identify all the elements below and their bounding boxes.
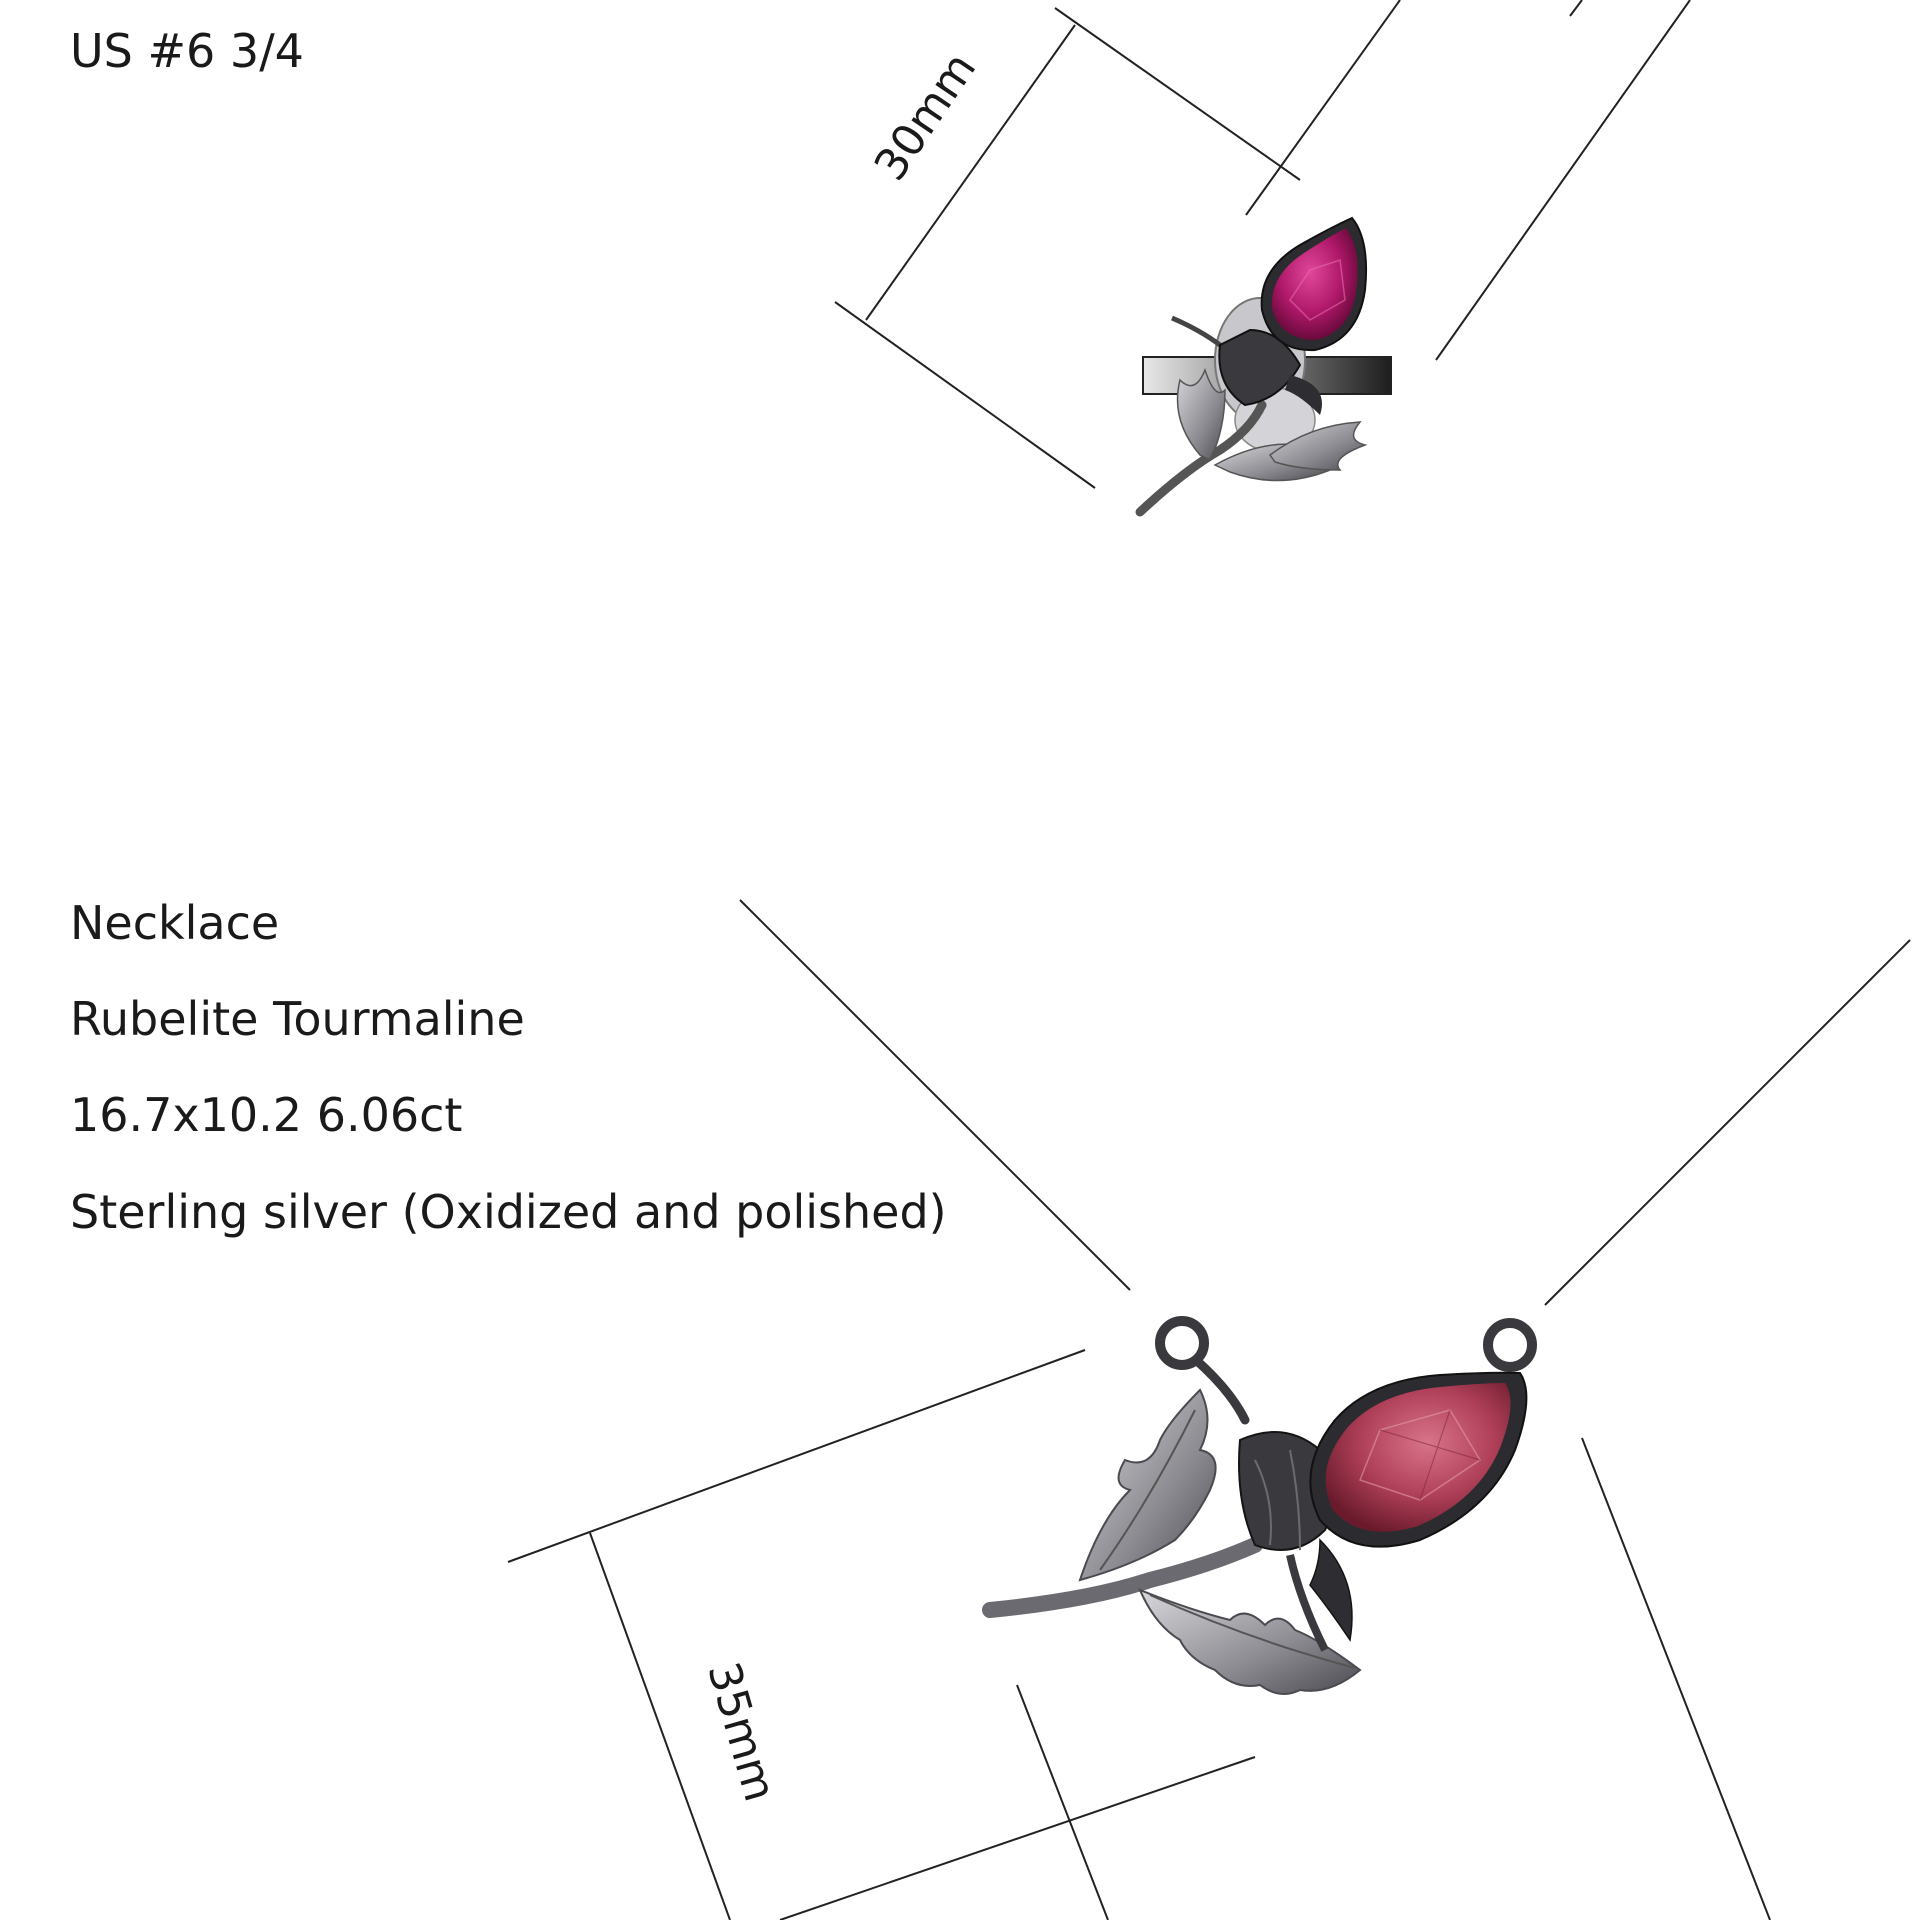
ring-size-label: US #6 3/4 bbox=[70, 24, 304, 78]
necklace-pendant-illustration bbox=[982, 1316, 1537, 1695]
metal-label: Sterling silver (Oxidized and polished) bbox=[70, 1185, 947, 1239]
stone-size-label: 16.7x10.2 6.06ct bbox=[70, 1088, 463, 1142]
stone-name-label: Rubelite Tourmaline bbox=[70, 992, 525, 1046]
necklace-dimension-lines bbox=[507, 1349, 1771, 1920]
ring-illustration bbox=[1135, 216, 1392, 517]
ring-dimension-lines bbox=[834, 0, 1691, 489]
necklace-chain-lines bbox=[739, 899, 1911, 1306]
item-type-label: Necklace bbox=[70, 896, 280, 950]
